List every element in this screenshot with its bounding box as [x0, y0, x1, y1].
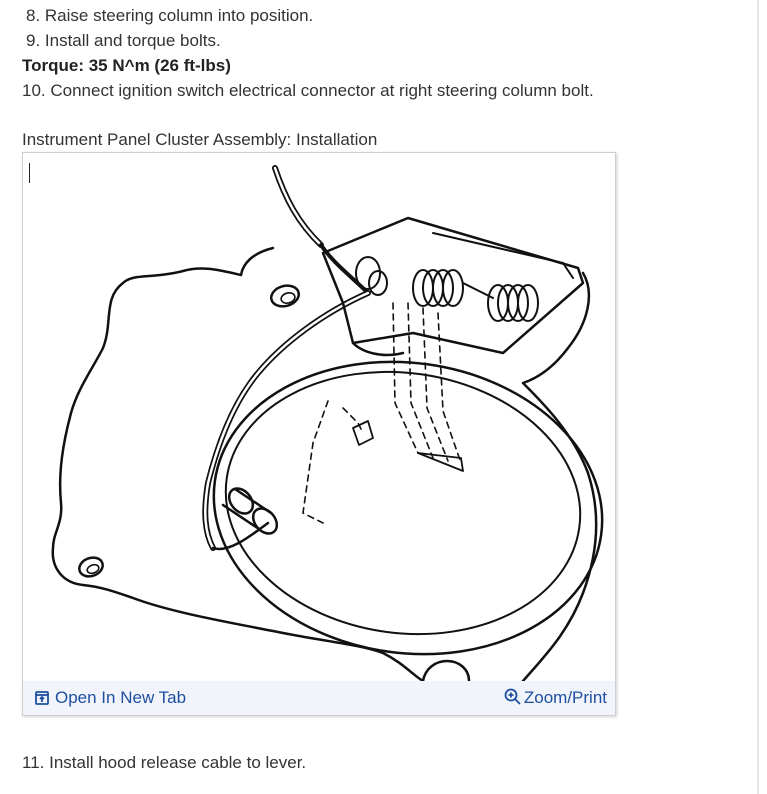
torque-spec: Torque: 35 N^m (26 ft-lbs) — [22, 56, 231, 75]
open-in-new-tab-label: Open In New Tab — [55, 688, 187, 707]
figure-toolbar: Open In New Tab Zoom/Print — [23, 681, 615, 715]
step-9-text: 9. Install and torque bolts. — [26, 31, 221, 50]
step-10-text: 10. Connect ignition switch electrical c… — [22, 81, 594, 100]
figure-container: Open In New Tab Zoom/Print — [22, 152, 616, 716]
zoom-print-link[interactable]: Zoom/Print — [504, 687, 607, 711]
step-11-text: 11. Install hood release cable to lever. — [22, 753, 307, 772]
open-in-new-tab-icon — [35, 689, 49, 711]
page-edge-divider — [757, 0, 759, 794]
zoom-in-icon — [504, 688, 521, 711]
open-in-new-tab-link[interactable]: Open In New Tab — [35, 687, 186, 711]
instrument-panel-diagram[interactable] — [23, 153, 615, 681]
figure-caption: Instrument Panel Cluster Assembly: Insta… — [22, 130, 378, 149]
zoom-print-label: Zoom/Print — [523, 688, 607, 707]
text-cursor — [29, 163, 30, 183]
step-8-text: 8. Raise steering column into position. — [26, 6, 314, 25]
